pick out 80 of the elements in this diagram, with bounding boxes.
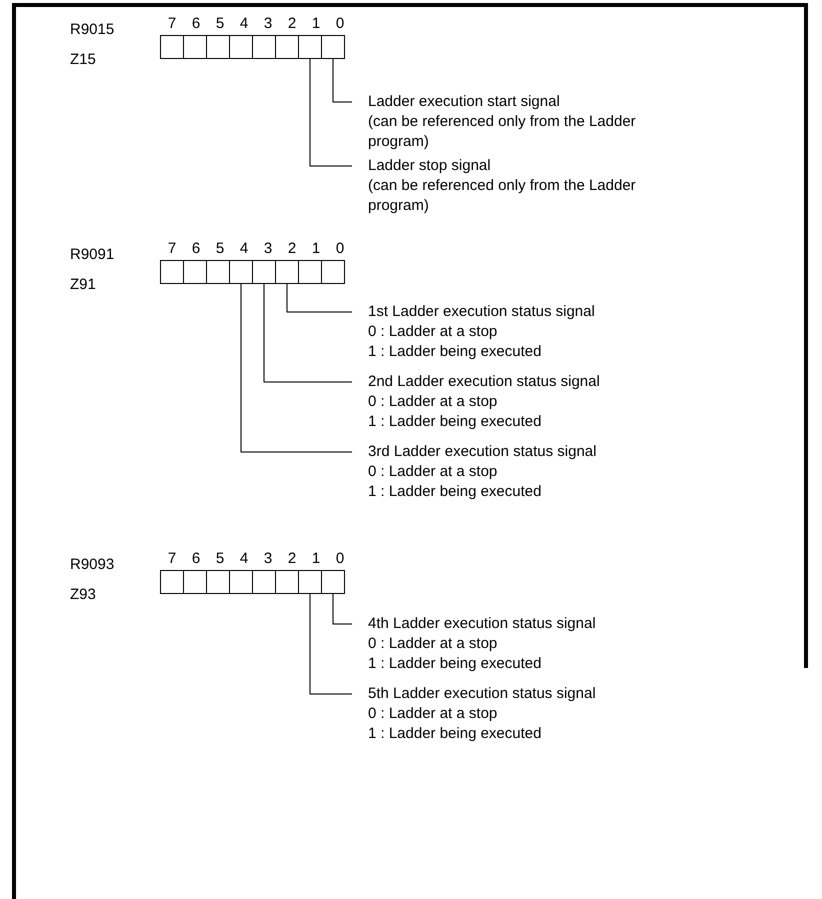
signal-description: 0 : Ladder at a stop — [368, 462, 498, 482]
signal-name: 1st Ladder execution status signal — [368, 302, 596, 322]
bit-cell — [229, 260, 253, 284]
bit-cell — [321, 35, 345, 59]
bit-number: 1 — [310, 240, 322, 257]
bit-cell — [229, 570, 253, 594]
leader-line — [332, 594, 352, 624]
bit-number: 3 — [262, 550, 274, 567]
signal-description: 1 : Ladder being executed — [368, 482, 542, 502]
register-address: Z93 — [70, 586, 96, 603]
bit-cell — [321, 260, 345, 284]
bit-cell — [160, 35, 184, 59]
signal-name: 3rd Ladder execution status signal — [368, 442, 598, 462]
bit-number: 2 — [286, 15, 298, 32]
signal-description: 0 : Ladder at a stop — [368, 634, 498, 654]
bit-number: 6 — [190, 15, 202, 32]
bit-number: 6 — [190, 550, 202, 567]
bit-number: 3 — [262, 240, 274, 257]
signal-description: 0 : Ladder at a stop — [368, 392, 498, 412]
bit-number: 2 — [286, 550, 298, 567]
bit-number: 7 — [166, 15, 178, 32]
bit-number: 5 — [214, 15, 226, 32]
register-address: R9091 — [70, 246, 114, 263]
register-address: R9093 — [70, 556, 114, 573]
bit-cell — [298, 35, 322, 59]
signal-name: Ladder execution start signal — [368, 92, 561, 112]
bit-cell — [183, 260, 207, 284]
bit-number: 0 — [334, 550, 346, 567]
bit-cell — [160, 260, 184, 284]
leader-line — [240, 284, 352, 452]
leader-line — [332, 58, 352, 102]
register-address: Z91 — [70, 276, 96, 293]
bit-number: 5 — [214, 240, 226, 257]
bit-cell — [206, 570, 230, 594]
bit-number: 1 — [310, 550, 322, 567]
signal-description: 0 : Ladder at a stop — [368, 704, 498, 724]
signal-name: 5th Ladder execution status signal — [368, 684, 597, 704]
bit-cell — [183, 570, 207, 594]
bit-number: 7 — [166, 240, 178, 257]
signal-description: 1 : Ladder being executed — [368, 724, 542, 744]
bit-cell — [275, 35, 299, 59]
bit-number: 2 — [286, 240, 298, 257]
leader-line — [264, 284, 352, 382]
signal-description: 1 : Ladder being executed — [368, 412, 542, 432]
bit-number: 5 — [214, 550, 226, 567]
signal-description: (can be referenced only from the Ladder program) — [368, 112, 637, 152]
bit-cell — [298, 570, 322, 594]
bit-number: 0 — [334, 15, 346, 32]
bit-number: 4 — [238, 15, 250, 32]
register-address: Z15 — [70, 51, 96, 68]
bit-cell — [206, 260, 230, 284]
signal-name: 4th Ladder execution status signal — [368, 614, 597, 634]
bit-number: 6 — [190, 240, 202, 257]
signal-name: 2nd Ladder execution status signal — [368, 372, 601, 392]
bit-number: 4 — [238, 550, 250, 567]
bit-number: 4 — [238, 240, 250, 257]
bit-cell — [298, 260, 322, 284]
bit-number: 0 — [334, 240, 346, 257]
bit-cell — [252, 35, 276, 59]
bit-number: 7 — [166, 550, 178, 567]
bit-cell — [252, 260, 276, 284]
bit-cell — [252, 570, 276, 594]
bit-number: 1 — [310, 15, 322, 32]
signal-description: 1 : Ladder being executed — [368, 654, 542, 674]
bit-number: 3 — [262, 15, 274, 32]
register-address: R9015 — [70, 21, 114, 38]
signal-name: Ladder stop signal — [368, 156, 492, 176]
leader-line — [286, 284, 352, 312]
leader-line — [310, 594, 352, 694]
leader-line — [310, 58, 352, 166]
bit-cell — [206, 35, 230, 59]
bit-cell — [160, 570, 184, 594]
bit-cell — [183, 35, 207, 59]
bit-cell — [321, 570, 345, 594]
bit-cell — [275, 570, 299, 594]
bit-cell — [229, 35, 253, 59]
signal-description: 0 : Ladder at a stop — [368, 322, 498, 342]
signal-description: 1 : Ladder being executed — [368, 342, 542, 362]
bit-cell — [275, 260, 299, 284]
signal-description: (can be referenced only from the Ladder program) — [368, 176, 637, 216]
